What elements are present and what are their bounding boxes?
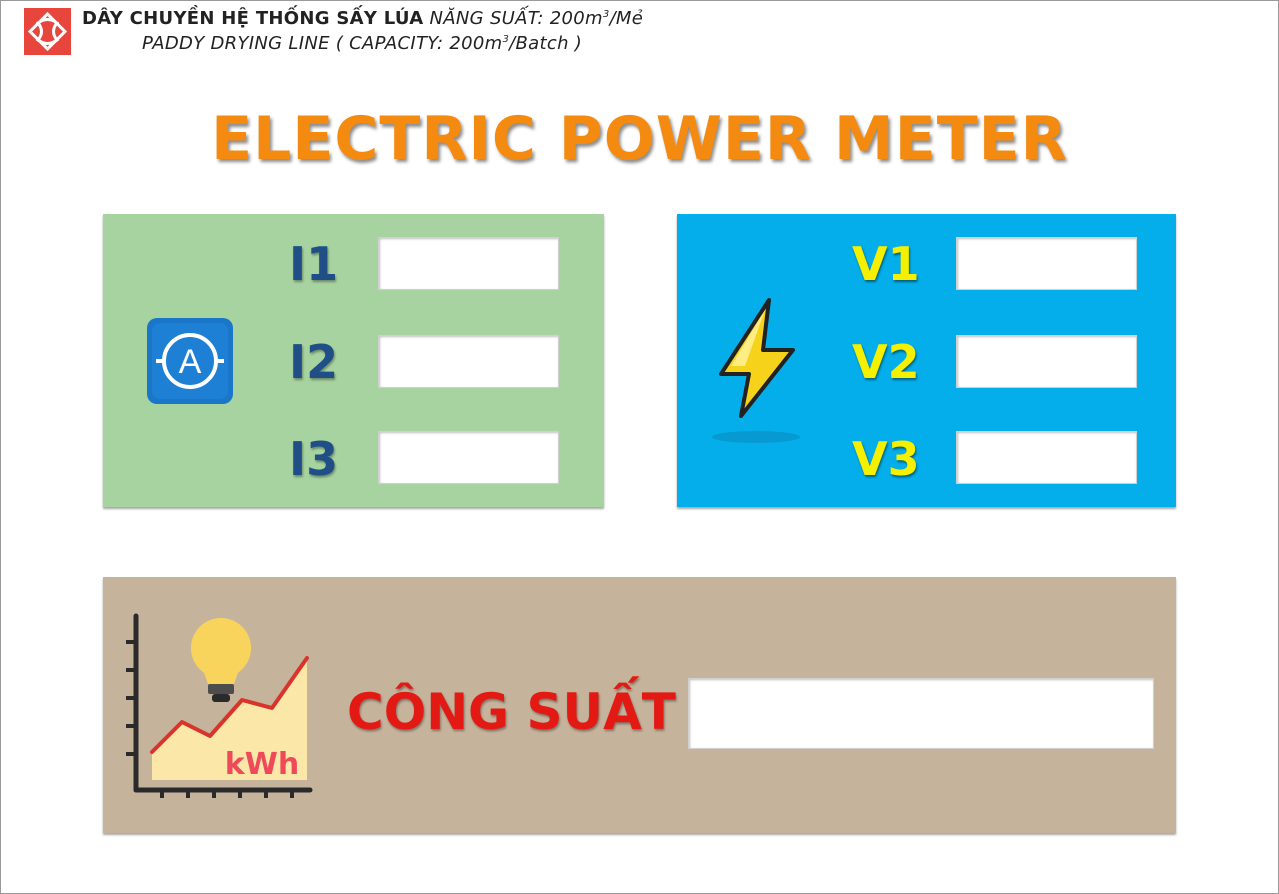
i2-value-field[interactable] [378,335,559,388]
voltage-panel: V1 V2 V3 [677,214,1176,507]
v3-value-field[interactable] [956,431,1137,484]
i1-value-field[interactable] [378,237,559,290]
label-i1: I1 [289,237,339,291]
company-logo-icon [24,8,71,55]
kwh-chart-icon: kWh [126,613,313,798]
label-v1: V1 [852,237,920,291]
ammeter-icon: A [147,318,233,404]
label-v3: V3 [852,432,920,486]
v2-value-field[interactable] [956,335,1137,388]
label-i3: I3 [289,432,339,486]
header-title-bold: DÂY CHUYỀN HỆ THỐNG SẤY LÚA [82,8,424,29]
kwh-icon-text: kWh [225,747,299,782]
v1-value-field[interactable] [956,237,1137,290]
header-capacity-vn: NĂNG SUẤT: 200m3/Mẻ [429,8,644,29]
header-title-vn: DÂY CHUYỀN HỆ THỐNG SẤY LÚA NĂNG SUẤT: 2… [82,8,643,29]
power-value-field[interactable] [688,678,1154,749]
label-v2: V2 [852,335,920,389]
svg-text:A: A [179,343,202,381]
i3-value-field[interactable] [378,431,559,484]
label-i2: I2 [289,335,339,389]
lightning-bolt-icon [712,298,800,443]
header-title-en: PADDY DRYING LINE ( CAPACITY: 200m3/Batc… [142,33,583,54]
current-panel: A I1 I2 I3 [103,214,604,507]
page-title: ELECTRIC POWER METER [211,104,1068,174]
power-label: CÔNG SUẤT [347,683,676,741]
